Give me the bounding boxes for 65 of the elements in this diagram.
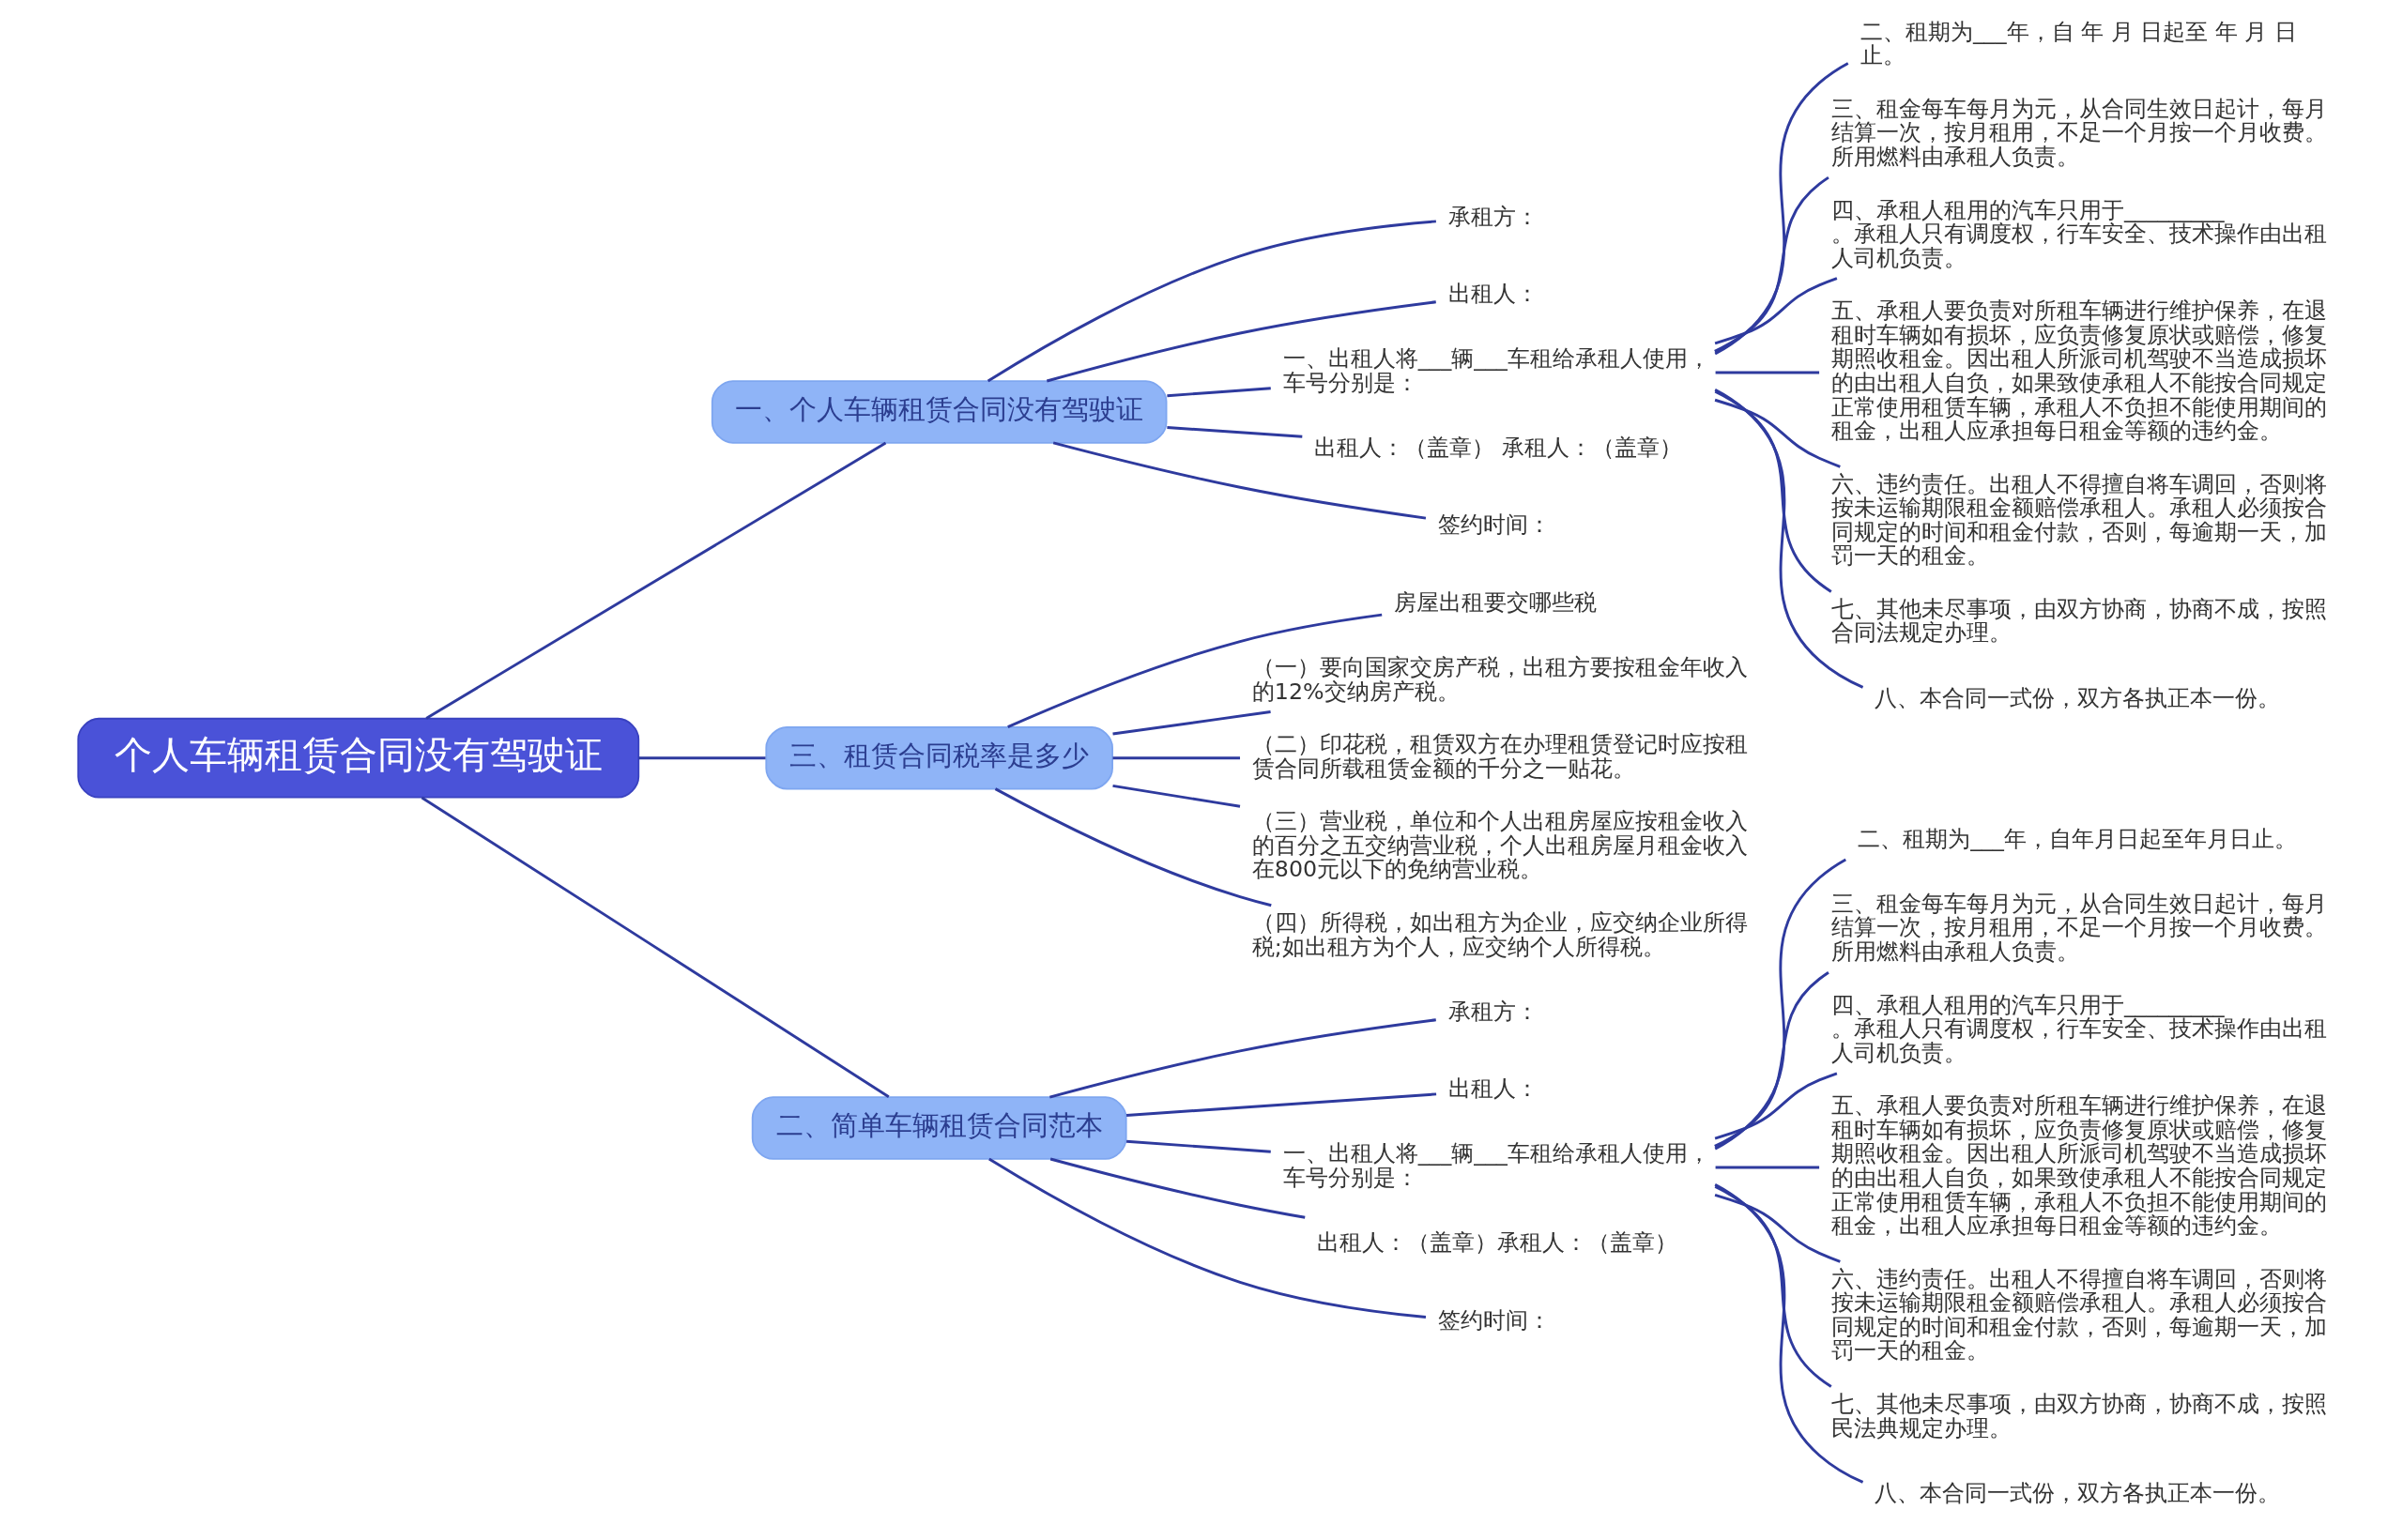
node-text: （一）要向国家交房产税，出租方要按租金年收入的12%交纳房产税。 (1251, 654, 1748, 705)
node-text: （三）营业税，单位和个人出租房屋应按租金收入的百分之五交纳营业税，个人出租房屋月租金收入在800元以下的免纳营业税。 (1251, 808, 1748, 883)
node-text: 签约时间： (1437, 1306, 1551, 1334)
connector (1714, 388, 1864, 689)
node-text: （二）印花税，租赁双方在办理租赁登记时应按租赁合同所载租赁金额的千分之一贴花。 (1251, 731, 1748, 782)
node-text: 四、承租人租用的汽车只用于_________。承租人只有调度权，行车安全、技术操作由出租人司机负责。 (1830, 991, 2327, 1066)
node-text: 出租人：（盖章） 承租人：（盖章） (1314, 435, 1683, 462)
node-box: 二、简单车辆租赁合同范本 (751, 1096, 1127, 1160)
node-text: 五、承租人要负责对所租车辆进行维护保养，在退租时车辆如有损坏，应负责修复原状或赔偿，修复期照收租金。因出租人所派司机驾驶不当造成损坏的由出租人自负，如果致使承租人不能按合同规定正常使用租赁车辆，承租人不负担不能使用期间的租金，出租人应承担每日租金等额的违约金。 (1830, 1092, 2327, 1240)
node-text: 二、租期为___年，自年月日起至年月日止。 (1858, 825, 2297, 852)
node-text: 房屋出租要交哪些税 (1394, 588, 1598, 616)
node-text: （四）所得税，如出租方为企业，应交纳企业所得税;如出租方为个人，应交纳个人所得税。 (1251, 909, 1748, 960)
node-text: 出租人：（盖章）承租人：（盖章） (1317, 1229, 1678, 1257)
node-text: 八、本合同一式份，双方各执正本一份。 (1875, 1479, 2281, 1506)
connector (1048, 1018, 1436, 1099)
connector (1049, 1157, 1306, 1219)
connector (421, 796, 890, 1098)
node-text: 六、违约责任。出租人不得擅自将车调回，否则将按未运输期限租金额赔偿承租人。承租人必须按合同规定的时间和租金付款，否则，每逾期一天，加罚一天的租金。 (1830, 470, 2327, 570)
connector (1714, 398, 1841, 468)
node-text: 承租方： (1447, 203, 1538, 230)
node-text: 一、出租人将___辆___车租给承租人使用，车号分别是： (1282, 345, 1710, 396)
connector (1167, 426, 1303, 438)
connector (1715, 1166, 1820, 1169)
connector (1714, 175, 1829, 353)
connector (987, 220, 1436, 383)
connector (1126, 1139, 1271, 1153)
node-text: 七、其他未尽事项，由双方协商，协商不成，按照民法典规定办理。 (1830, 1391, 2327, 1441)
connector (1714, 62, 1849, 356)
connector (1007, 613, 1383, 728)
node-text: 出租人： (1447, 281, 1538, 308)
connector (1715, 371, 1820, 374)
node-text: 八、本合同一式份，双方各执正本一份。 (1875, 684, 2281, 711)
connector (1046, 300, 1436, 383)
connector (1052, 441, 1427, 520)
node-text: 三、租金每车每月为元，从合同生效日起计，每月结算一次，按月租用，不足一个月按一个月收费。所用燃料由承租人负责。 (1830, 95, 2327, 170)
node-box: 个人车辆租赁合同没有驾驶证 (77, 717, 640, 799)
node-text: 签约时间： (1437, 511, 1551, 539)
connector (1714, 858, 1846, 1151)
node-box: 一、个人车辆租赁合同没有驾驶证 (711, 380, 1168, 444)
connector (1714, 1185, 1832, 1388)
node-box: 三、租赁合同税率是多少 (765, 725, 1113, 790)
node-text: 五、承租人要负责对所租车辆进行维护保养，在退租时车辆如有损坏，应负责修复原状或赔偿，修复期照收租金。因出租人所派司机驾驶不当造成损坏的由出租人自负，如果致使承租人不能按合同规定正常使用租赁车辆，承租人不负担不能使用期间的租金，出租人应承担每日租金等额的违约金。 (1830, 297, 2327, 445)
node-text: 三、租金每车每月为元，从合同生效日起计，每月结算一次，按月租用，不足一个月按一个月收费。所用燃料由承租人负责。 (1830, 890, 2327, 966)
node-text: 六、违约责任。出租人不得擅自将车调回，否则将按未运输期限租金额赔偿承租人。承租人必须按合同规定的时间和租金付款，否则，每逾期一天，加罚一天的租金。 (1830, 1265, 2327, 1365)
connector (1112, 784, 1241, 808)
connector (988, 1157, 1427, 1319)
connector (638, 756, 766, 760)
connector (1714, 1183, 1864, 1484)
node-text: 一、出租人将___辆___车租给承租人使用，车号分别是： (1282, 1140, 1710, 1192)
connector (1126, 1092, 1437, 1117)
connector (1714, 1193, 1841, 1263)
connector (1714, 389, 1832, 593)
node-text: 二、租期为___年，自 年 月 日起至 年 月 日止。 (1860, 18, 2297, 69)
connector (1714, 277, 1838, 345)
node-text: 四、承租人租用的汽车只用于_________。承租人只有调度权，行车安全、技术操作由出租人司机负责。 (1830, 196, 2327, 271)
node-text: 承租方： (1447, 998, 1538, 1025)
connector (1714, 971, 1829, 1148)
connector (1112, 756, 1240, 760)
connector (1167, 387, 1271, 398)
connector (425, 441, 887, 720)
node-text: 七、其他未尽事项，由双方协商，协商不成，按照合同法规定办理。 (1830, 595, 2327, 647)
node-text: 出租人： (1447, 1075, 1538, 1103)
connector (994, 787, 1272, 907)
connector (1714, 1072, 1838, 1140)
connector (1112, 710, 1271, 736)
